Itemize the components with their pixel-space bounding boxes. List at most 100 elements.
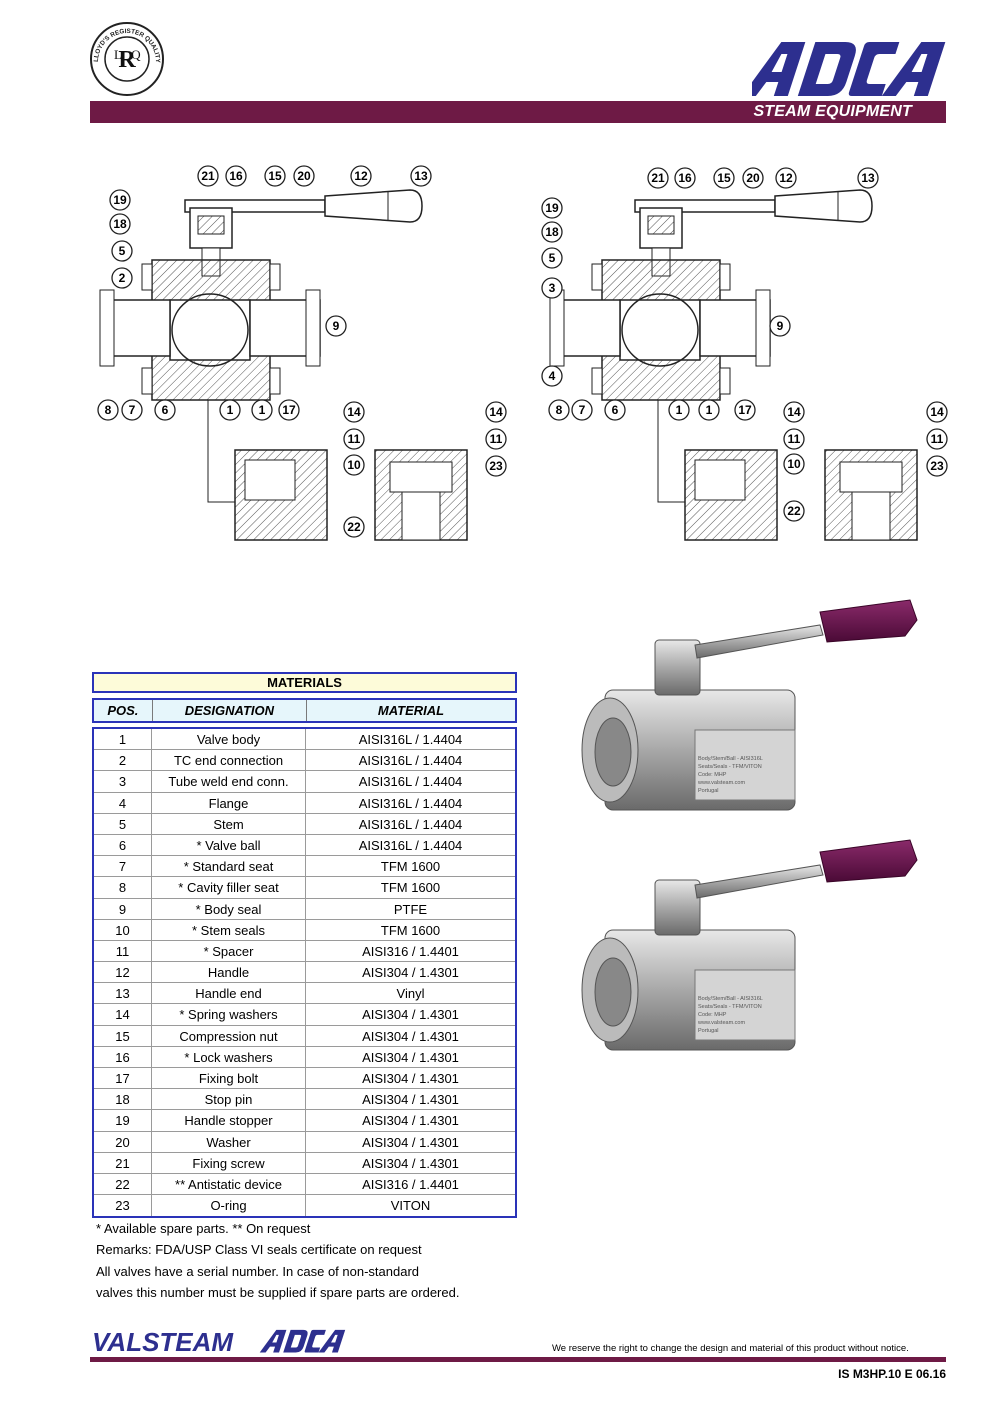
callout-22: 22 bbox=[783, 500, 805, 522]
callout-13: 13 bbox=[410, 165, 432, 187]
cell-pos: 7 bbox=[94, 856, 152, 877]
cell-designation: ** Antistatic device bbox=[152, 1173, 306, 1195]
callout-label: 15 bbox=[717, 171, 731, 185]
callout-label: 14 bbox=[787, 405, 801, 419]
callout-label: 21 bbox=[651, 171, 665, 185]
callout-label: 7 bbox=[579, 403, 586, 417]
callout-5: 5 bbox=[111, 240, 133, 262]
callout-label: 17 bbox=[738, 403, 752, 417]
callout-14: 14 bbox=[343, 401, 365, 423]
adca-logo bbox=[752, 42, 946, 96]
header-material: MATERIAL bbox=[377, 703, 445, 718]
render-label-line: Seats/Seals - TFM/VITON bbox=[698, 1004, 762, 1010]
callout-label: 9 bbox=[777, 319, 784, 333]
footer-bar bbox=[90, 1357, 946, 1362]
cell-material: AISI316L / 1.4404 bbox=[358, 795, 463, 811]
callout-9: 9 bbox=[325, 315, 347, 337]
cell-pos: 14 bbox=[94, 1004, 152, 1025]
callout-label: 3 bbox=[549, 281, 556, 295]
callout-15: 15 bbox=[264, 165, 286, 187]
callout-21: 21 bbox=[647, 167, 669, 189]
note-remarks: Remarks: FDA/USP Class VI seals certific… bbox=[96, 1242, 422, 1258]
callout-6: 6 bbox=[154, 399, 176, 421]
callout-label: 16 bbox=[229, 169, 243, 183]
cell-material: AISI304 / 1.4301 bbox=[362, 1155, 459, 1171]
note-serial-cont: valves this number must be supplied if s… bbox=[96, 1284, 460, 1300]
callout-14: 14 bbox=[926, 401, 948, 423]
cell-designation: * Body seal bbox=[152, 898, 306, 919]
valsteam-adca-logo: VALSTEAM bbox=[92, 1327, 346, 1356]
callout-label: 5 bbox=[119, 244, 126, 258]
render-label-line: www.valsteam.com bbox=[697, 1020, 745, 1026]
callout-label: 17 bbox=[282, 403, 296, 417]
callout-label: 22 bbox=[787, 504, 801, 518]
callout-20: 20 bbox=[293, 165, 315, 187]
callout-label: 1 bbox=[676, 403, 683, 417]
valve-product-renders: Body/Stem/Ball - AISI316L Seats/Seals - … bbox=[581, 599, 918, 1051]
callout-21: 21 bbox=[197, 165, 219, 187]
cell-designation: * Lock washers bbox=[152, 1046, 306, 1067]
cell-pos: 22 bbox=[94, 1173, 152, 1195]
cell-designation: * Standard seat bbox=[152, 856, 306, 877]
callout-label: 4 bbox=[549, 369, 556, 383]
callout-label: 11 bbox=[931, 432, 944, 446]
cell-pos: 12 bbox=[94, 962, 152, 983]
cell-pos: 23 bbox=[94, 1195, 152, 1217]
cell-designation: Flange bbox=[152, 792, 306, 813]
callout-5: 5 bbox=[541, 247, 563, 269]
callout-label: 11 bbox=[348, 432, 361, 446]
cell-material: AISI316L / 1.4404 bbox=[358, 837, 463, 853]
callout-label: 20 bbox=[297, 169, 311, 183]
cell-material: AISI316L / 1.4404 bbox=[358, 816, 463, 832]
render-label-line: Body/Stem/Ball - AISI316L bbox=[698, 756, 763, 762]
callout-label: 13 bbox=[861, 171, 875, 185]
cell-pos: 21 bbox=[94, 1152, 152, 1173]
callout-17: 17 bbox=[278, 399, 300, 421]
callout-16: 16 bbox=[225, 165, 247, 187]
cell-material: AISI316 / 1.4401 bbox=[362, 943, 459, 959]
render-label-line: www.valsteam.com bbox=[697, 780, 745, 786]
callout-19: 19 bbox=[541, 197, 563, 219]
callout-label: 6 bbox=[612, 403, 619, 417]
cell-designation: Tube weld end conn. bbox=[152, 771, 306, 792]
callout-10: 10 bbox=[343, 454, 365, 476]
callout-label: 16 bbox=[678, 171, 692, 185]
cell-material: TFM 1600 bbox=[380, 859, 441, 875]
materials-header: POS. DESIGNATION MATERIAL bbox=[92, 698, 517, 723]
render-label-line: Seats/Seals - TFM/VITON bbox=[698, 764, 762, 770]
callout-label: 22 bbox=[347, 520, 361, 534]
cell-pos: 3 bbox=[94, 771, 152, 792]
callout-22: 22 bbox=[343, 516, 365, 538]
callout-18: 18 bbox=[541, 221, 563, 243]
header-bar: STEAM EQUIPMENT bbox=[90, 101, 946, 123]
cell-material: AISI304 / 1.4301 bbox=[362, 1134, 459, 1150]
callout-label: 13 bbox=[414, 169, 428, 183]
cell-material: AISI304 / 1.4301 bbox=[362, 1092, 459, 1108]
callout-11: 11 bbox=[926, 428, 948, 450]
callout-label: 1 bbox=[706, 403, 713, 417]
callout-label: 8 bbox=[556, 403, 563, 417]
svg-text:Q: Q bbox=[131, 47, 141, 62]
cell-pos: 19 bbox=[94, 1110, 152, 1131]
callout-label: 11 bbox=[788, 432, 801, 446]
cell-material: AISI304 / 1.4301 bbox=[362, 1028, 459, 1044]
cell-designation: Fixing bolt bbox=[152, 1068, 306, 1089]
callout-label: 21 bbox=[201, 169, 215, 183]
note-serial: All valves have a serial number. In case… bbox=[96, 1263, 420, 1279]
callout-label: 5 bbox=[549, 251, 556, 265]
callout-15: 15 bbox=[713, 167, 735, 189]
callout-label: 12 bbox=[354, 169, 368, 183]
callout-label: 11 bbox=[490, 432, 503, 446]
callout-7: 7 bbox=[571, 399, 593, 421]
callout-label: 1 bbox=[227, 403, 234, 417]
render-label-line: Body/Stem/Ball - AISI316L bbox=[698, 996, 763, 1002]
cell-pos: 13 bbox=[94, 983, 152, 1004]
render-label-line: Portugal bbox=[698, 1028, 719, 1034]
cell-material: TFM 1600 bbox=[380, 922, 441, 938]
